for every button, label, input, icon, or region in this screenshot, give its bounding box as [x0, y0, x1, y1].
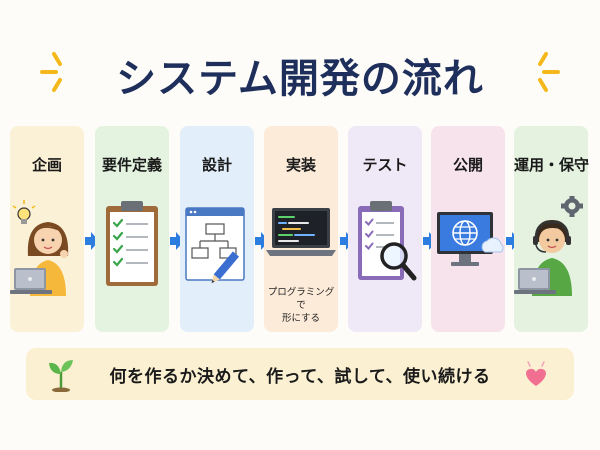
step-label: 設計 — [201, 156, 232, 174]
flow-arrow-icon — [85, 232, 99, 250]
step-design: 設計 — [180, 126, 254, 332]
title-area: システム開発の流れ — [0, 40, 600, 104]
sprout-icon — [49, 360, 73, 392]
step-planning: 企画 — [10, 126, 84, 332]
step-label: 企画 — [31, 156, 62, 174]
step-label: テスト — [362, 156, 408, 174]
heart-icon — [526, 361, 546, 386]
flow-arrow-icon — [506, 232, 520, 250]
clipboard-magnifier-icon — [358, 201, 417, 281]
monitor-globe-icon — [437, 212, 504, 266]
flow-arrow-icon — [170, 232, 184, 250]
person-idea-icon — [10, 200, 69, 296]
step-release: 公開 — [431, 126, 505, 332]
flow-arrow-icon — [340, 232, 354, 250]
implementation-note: プログラミングで 形にする — [264, 286, 338, 325]
step-implementation: 実装 プログラミングで 形にする — [264, 126, 338, 332]
summary-banner: 何を作るか決めて、作って、試して、使い続ける — [26, 348, 574, 400]
summary-text: 何を作るか決めて、作って、試して、使い続ける — [109, 367, 491, 387]
step-label: 運用・保守 — [514, 156, 590, 174]
step-label: 要件定義 — [101, 156, 162, 174]
flow-arrow-icon — [423, 232, 437, 250]
diagram-pencil-icon — [185, 207, 245, 284]
checklist-clipboard-icon — [106, 201, 158, 286]
step-requirements: 要件定義 — [95, 126, 169, 332]
step-testing: テスト — [348, 126, 422, 332]
step-label: 実装 — [285, 156, 316, 174]
sparkle-left-icon — [40, 52, 62, 92]
step-label: 公開 — [452, 156, 483, 174]
flow-arrow-icon — [255, 232, 269, 250]
implementation-note-text: プログラミングで 形にする — [267, 287, 335, 324]
step-operation-maintenance: 運用・保守 — [514, 126, 590, 332]
process-flow: 企画 要件定義 — [0, 126, 600, 332]
page-title: システム開発の流れ — [116, 56, 484, 102]
support-person-gear-icon — [514, 196, 583, 296]
laptop-code-icon — [266, 208, 336, 256]
sparkle-right-icon — [538, 52, 560, 92]
